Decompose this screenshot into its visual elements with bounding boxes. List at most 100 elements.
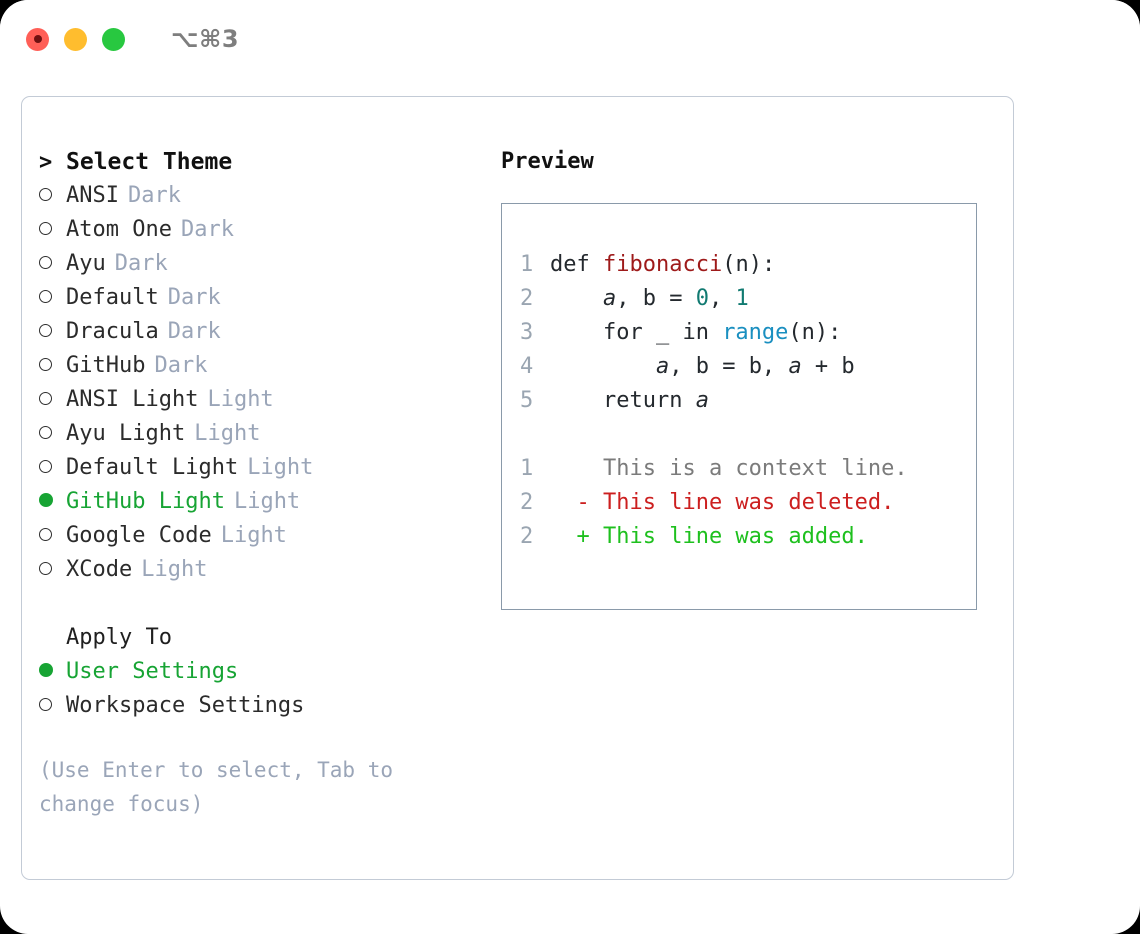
- titlebar: ⌥⌘3: [0, 0, 1140, 78]
- diff-line: 2 + This line was added.: [520, 520, 976, 554]
- code-token-plain: , b =: [616, 286, 696, 311]
- code-text: for _ in range(n):: [550, 316, 841, 350]
- theme-variant-tag: Dark: [114, 251, 168, 276]
- code-token-plain: def: [550, 252, 603, 277]
- keyboard-hint-text: (Use Enter to select, Tab to change focu…: [39, 758, 394, 816]
- radio-selected-icon[interactable]: [39, 485, 66, 519]
- radio-unselected-icon[interactable]: [39, 247, 66, 281]
- theme-name: Default Light: [66, 455, 239, 480]
- theme-name: Google Code: [66, 523, 212, 548]
- theme-variant-tag: Light: [247, 455, 314, 480]
- code-token-plain: for _ in: [550, 320, 723, 345]
- theme-list-item[interactable]: Default Dark: [39, 281, 489, 315]
- radio-dot-icon: [39, 324, 52, 337]
- theme-variant-tag: Dark: [167, 285, 221, 310]
- spacer: [520, 418, 976, 452]
- minimize-button-icon[interactable]: [64, 27, 87, 51]
- code-token-plain: (n):: [788, 320, 842, 345]
- code-token-num: 0: [695, 286, 709, 311]
- radio-unselected-icon[interactable]: [39, 519, 66, 553]
- diff-sign: [550, 452, 603, 486]
- theme-name: ANSI Light: [66, 387, 199, 412]
- radio-unselected-icon[interactable]: [39, 553, 66, 587]
- radio-unselected-icon[interactable]: [39, 349, 66, 383]
- radio-dot-icon: [39, 290, 52, 303]
- radio-dot-icon: [39, 392, 52, 405]
- theme-name: Default: [66, 285, 159, 310]
- code-text: return a: [550, 384, 709, 418]
- line-number: 5: [520, 388, 534, 413]
- theme-list-item[interactable]: Default Light Light: [39, 451, 489, 485]
- theme-variant-tag: Dark: [154, 353, 208, 378]
- line-number: 4: [520, 354, 534, 379]
- theme-list-item[interactable]: GitHub Dark: [39, 349, 489, 383]
- code-text: a, b = 0, 1: [550, 282, 749, 316]
- radio-unselected-icon[interactable]: [39, 179, 66, 213]
- radio-unselected-icon[interactable]: [39, 213, 66, 247]
- diff-text: This line was deleted.: [602, 490, 895, 515]
- radio-unselected-icon[interactable]: [39, 451, 66, 485]
- radio-dot-icon: [39, 663, 53, 677]
- theme-name: GitHub: [66, 353, 146, 378]
- apply-to-option[interactable]: Workspace Settings: [39, 689, 489, 723]
- close-button-icon[interactable]: [26, 27, 49, 51]
- theme-name: XCode: [66, 557, 133, 582]
- code-token-var: a: [788, 354, 802, 379]
- radio-dot-icon: [39, 222, 52, 235]
- code-token-plain: [550, 354, 656, 379]
- radio-unselected-icon[interactable]: [39, 417, 66, 451]
- radio-dot-icon: [39, 562, 52, 575]
- code-token-fn: fibonacci: [602, 252, 723, 277]
- radio-dot-icon: [39, 493, 53, 507]
- keyboard-shortcut-label: ⌥⌘3: [171, 25, 240, 53]
- diff-sign: +: [550, 524, 603, 549]
- theme-name: ANSI: [66, 183, 119, 208]
- diff-sign: -: [550, 490, 603, 515]
- radio-unselected-icon[interactable]: [39, 689, 66, 723]
- code-token-plain: [550, 286, 603, 311]
- theme-variant-tag: Dark: [180, 217, 234, 242]
- radio-unselected-icon[interactable]: [39, 281, 66, 315]
- theme-variant-tag: Light: [220, 523, 287, 548]
- apply-to-option[interactable]: User Settings: [39, 655, 489, 689]
- code-token-call: range: [722, 320, 789, 345]
- line-number: 1: [520, 252, 534, 277]
- window-controls: [26, 27, 125, 51]
- theme-variant-tag: Dark: [167, 319, 221, 344]
- code-token-plain: return: [550, 388, 696, 413]
- theme-list-item[interactable]: Google Code Light: [39, 519, 489, 553]
- radio-unselected-icon[interactable]: [39, 383, 66, 417]
- maximize-button-icon[interactable]: [102, 27, 125, 51]
- theme-name: Ayu Light: [66, 421, 186, 446]
- spacer: [39, 587, 489, 621]
- code-line: 4 a, b = b, a + b: [520, 350, 976, 384]
- radio-dot-icon: [39, 426, 52, 439]
- apply-to-label: User Settings: [66, 659, 239, 684]
- code-text: a, b = b, a + b: [550, 350, 855, 384]
- select-theme-header: > Select Theme: [39, 145, 489, 179]
- diff-text: This line was added.: [602, 524, 868, 549]
- code-token-num: 1: [735, 286, 749, 311]
- radio-unselected-icon[interactable]: [39, 315, 66, 349]
- apply-to-label: Workspace Settings: [66, 693, 305, 718]
- page-title: Select Theme: [66, 149, 233, 175]
- code-token-plain: , b = b,: [669, 354, 789, 379]
- radio-selected-icon[interactable]: [39, 655, 66, 689]
